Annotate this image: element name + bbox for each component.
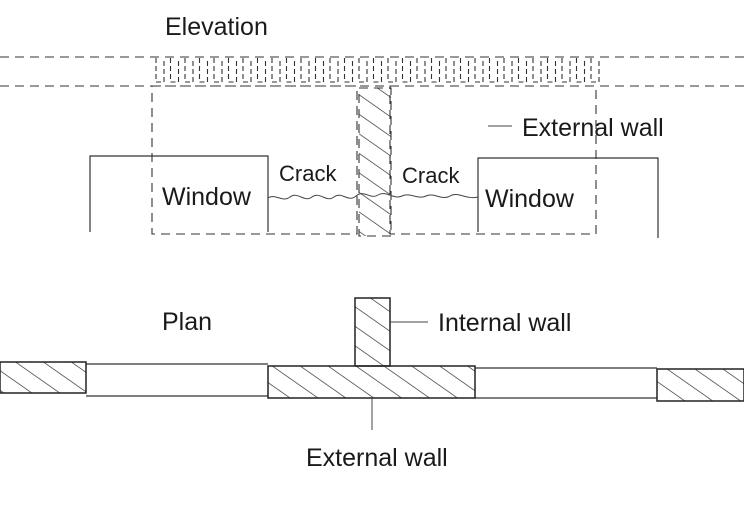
joist <box>184 58 194 83</box>
internal-wall-elevation <box>358 87 392 237</box>
joist <box>430 58 441 83</box>
joist <box>300 58 310 83</box>
joist <box>459 58 470 83</box>
joist <box>242 58 252 83</box>
room-outline-left <box>151 85 358 235</box>
joist <box>416 58 426 83</box>
joist <box>358 58 368 83</box>
crack-label-right: Crack <box>402 163 460 188</box>
joist <box>503 58 513 83</box>
plan-wall-openings <box>86 363 657 399</box>
crack-label-left: Crack <box>279 161 337 186</box>
joist <box>271 58 281 83</box>
floor-joists <box>0 56 744 87</box>
external-wall-plan-label: External wall <box>306 444 448 472</box>
external-wall-elevation-outline <box>89 155 659 238</box>
window-label-right: Window <box>485 185 575 213</box>
joist <box>155 58 165 83</box>
external-wall-segment-right <box>656 368 744 402</box>
joist <box>213 58 223 83</box>
joist <box>561 58 571 83</box>
joist <box>198 58 209 83</box>
joist <box>285 58 296 83</box>
external-wall-segment-center <box>267 365 476 399</box>
external-wall-segment-left <box>0 361 87 394</box>
crack-line <box>267 193 479 200</box>
joist <box>590 58 600 83</box>
external-wall-elevation-label: External wall <box>522 114 664 142</box>
elevation-title: Elevation <box>165 13 268 41</box>
joist <box>387 58 397 83</box>
joist <box>169 58 180 83</box>
joist <box>372 58 383 83</box>
joist <box>532 58 542 83</box>
joist <box>314 58 325 83</box>
internal-wall-plan <box>354 297 391 367</box>
joist <box>474 58 484 83</box>
joist <box>445 58 455 83</box>
joist <box>488 58 499 83</box>
internal-wall-label: Internal wall <box>438 309 571 337</box>
joist <box>227 58 238 83</box>
window-label-left: Window <box>162 183 252 211</box>
joist <box>575 58 586 83</box>
joist <box>343 58 354 83</box>
plan-title: Plan <box>162 308 212 336</box>
joist <box>256 58 267 83</box>
joist <box>517 58 528 83</box>
joist <box>401 58 412 83</box>
joist <box>329 58 339 83</box>
joist <box>546 58 557 83</box>
